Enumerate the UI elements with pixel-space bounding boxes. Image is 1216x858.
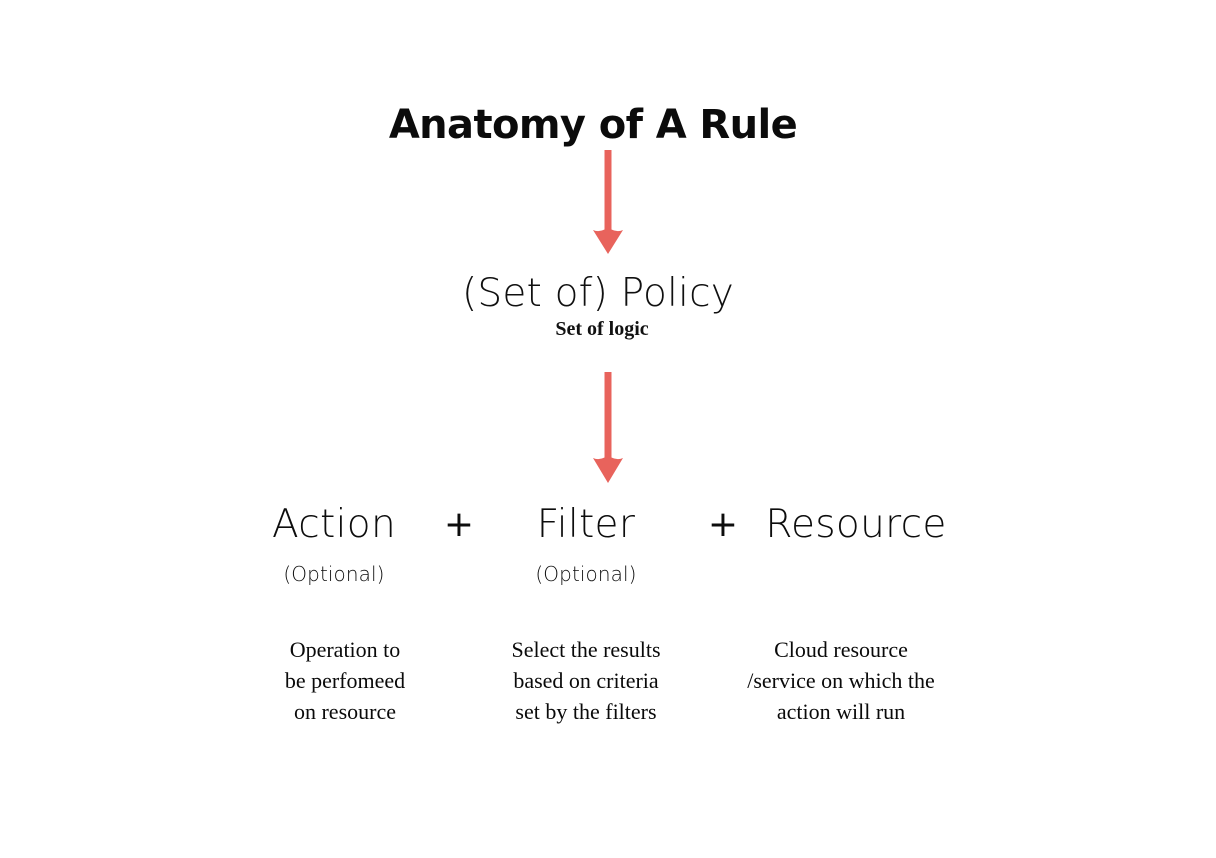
term-resource: Resource	[756, 502, 956, 562]
arrow-down-icon-title-to-policy	[589, 150, 627, 255]
policy-node: (Set of) Policy Set of logic	[0, 272, 1216, 341]
term-action-optional-note: (Optional)	[283, 561, 385, 586]
formula-row-inner: Action (Optional) + Filter (Optional) + …	[254, 502, 956, 586]
arrow-down-icon-policy-to-formula	[589, 372, 627, 484]
description-action: Operation to be perfomeed on resource	[284, 637, 406, 724]
policy-label: (Set of) Policy	[461, 271, 735, 316]
page-title-text: Anatomy of A Rule	[388, 102, 798, 148]
description-filter: Select the results based on criteria set…	[511, 637, 661, 724]
term-filter-optional-note: (Optional)	[535, 561, 637, 586]
plus-operator-2: +	[707, 504, 739, 545]
policy-subtitle: Set of logic	[555, 317, 649, 340]
formula-row: Action (Optional) + Filter (Optional) + …	[0, 502, 1216, 586]
term-resource-label: Resource	[765, 502, 947, 547]
plus-operator-1: +	[443, 504, 475, 545]
term-filter-label: Filter	[536, 502, 636, 547]
description-row: Operation to be perfomeed on resource Se…	[0, 634, 1216, 727]
term-action-label: Action	[272, 502, 396, 547]
description-resource: Cloud resource /service on which the act…	[747, 637, 935, 724]
description-row-inner: Operation to be perfomeed on resource Se…	[244, 634, 966, 727]
term-action: Action (Optional)	[254, 502, 414, 586]
page-title: Anatomy of A Rule	[0, 103, 1216, 147]
term-filter: Filter (Optional)	[506, 502, 666, 586]
